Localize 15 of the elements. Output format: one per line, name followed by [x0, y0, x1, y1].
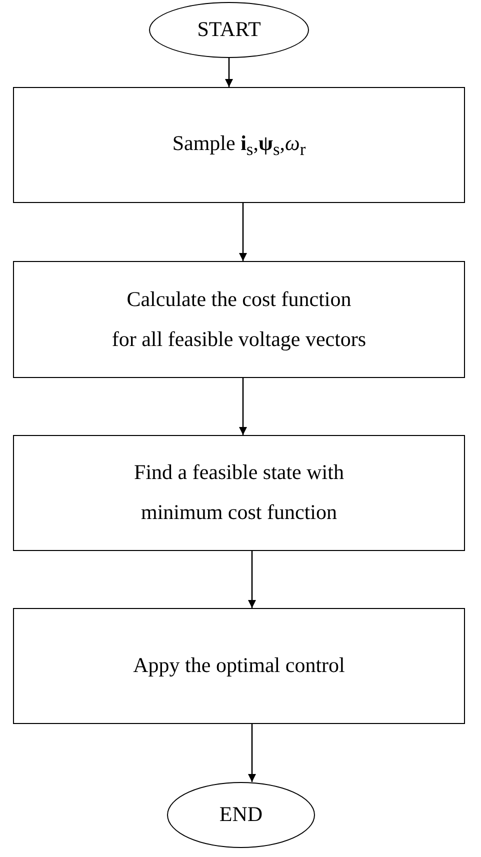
node-text: Appy the optimal control — [133, 652, 345, 680]
process-box — [13, 435, 465, 551]
arrow — [239, 203, 247, 261]
process-box — [13, 87, 465, 203]
arrow — [225, 58, 233, 87]
process-box — [13, 261, 465, 378]
process-box — [13, 608, 465, 724]
arrow — [239, 378, 247, 435]
arrow — [248, 551, 256, 608]
node-text: Calculate the cost function for all feasible voltage vectors — [110, 286, 368, 352]
node-text: Sample i$_{s}$,ψ$_{s}$,ω$_{r}$ — [172, 130, 306, 161]
node-text: START — [197, 16, 261, 44]
arrow — [248, 724, 256, 782]
node-text: END — [219, 801, 263, 828]
node-text: Find a feasible state with minimum cost function — [133, 459, 345, 526]
